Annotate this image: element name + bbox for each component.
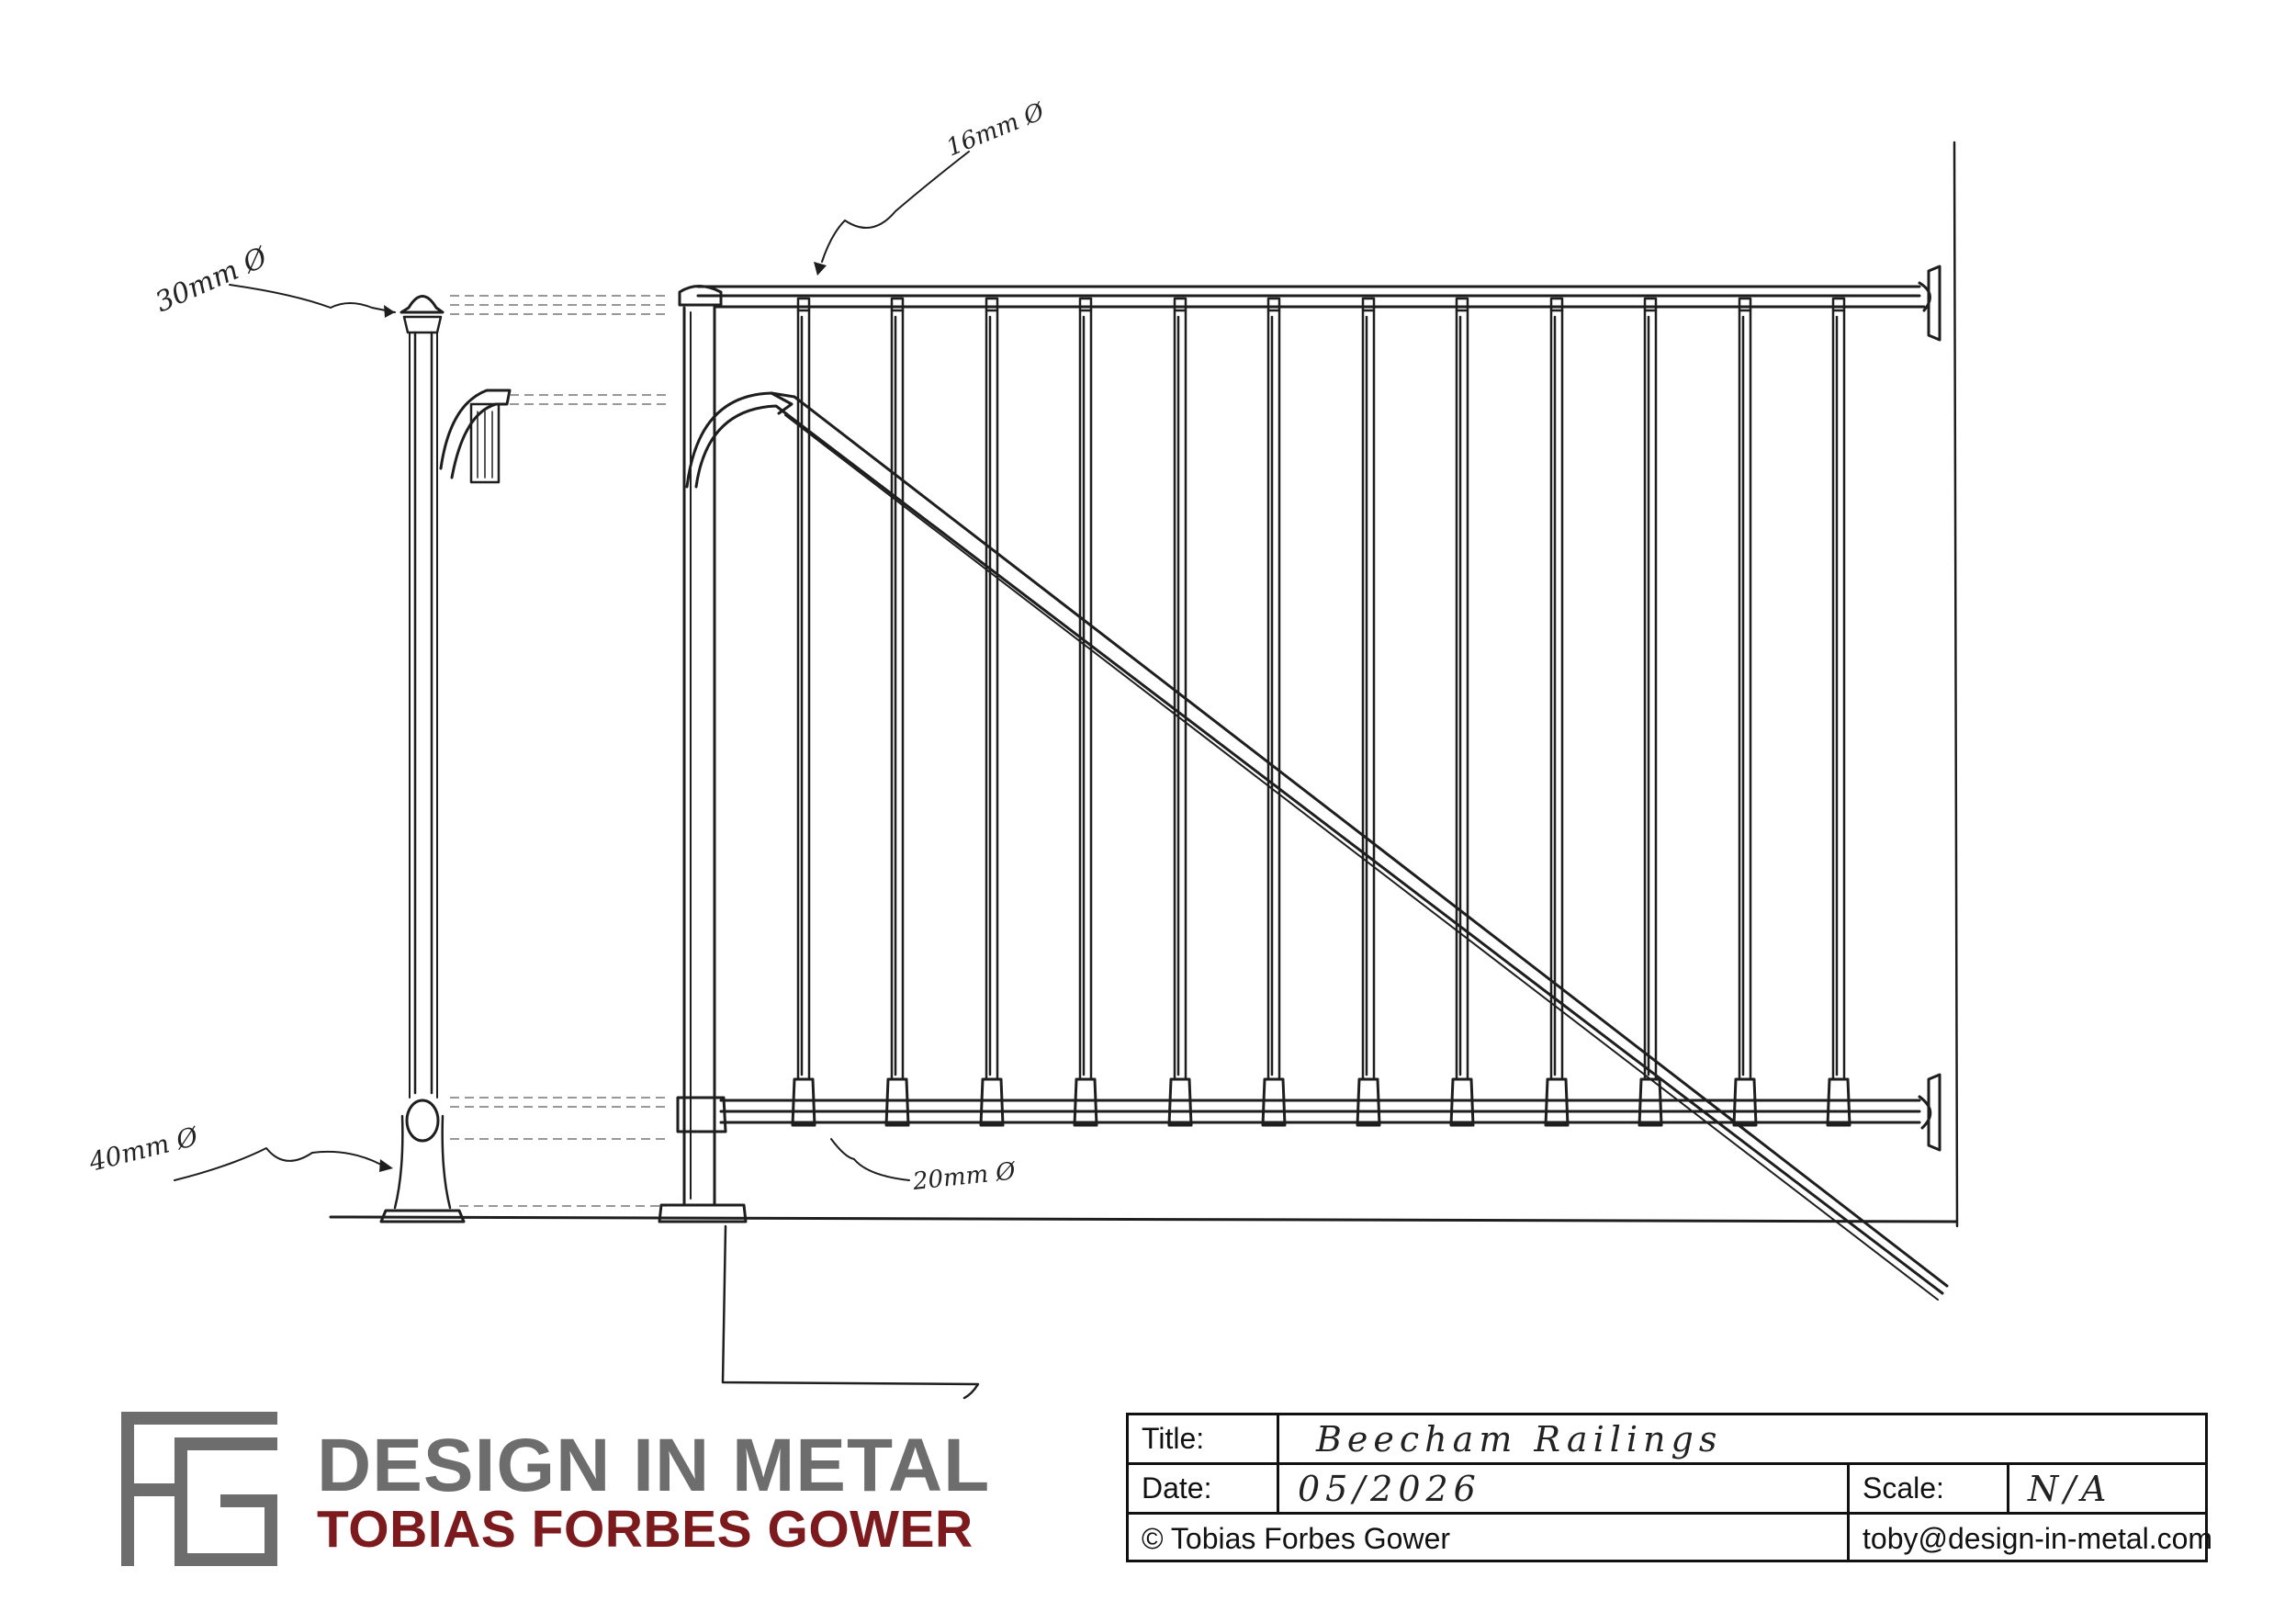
date-row: Date: 05/2026 Scale: N/A: [1129, 1465, 2205, 1515]
footer-row: © Tobias Forbes Gower toby@design-in-met…: [1129, 1515, 2213, 1562]
contact-email: toby@design-in-metal.com: [1863, 1521, 2213, 1555]
projection-lines: [450, 295, 670, 1207]
title-value: Beecham Railings: [1316, 1418, 1723, 1460]
baluster: [1167, 297, 1193, 1127]
top-rail: [696, 265, 1941, 342]
title-label: Title:: [1129, 1415, 1279, 1462]
newel-post: [658, 285, 748, 1223]
balusters: [791, 297, 1851, 1127]
brand-logo: DESIGN IN METAL TOBIAS FORBES GOWER: [119, 1410, 989, 1571]
baluster: [1638, 297, 1663, 1127]
annotation-arrows: [174, 151, 970, 1181]
annotation-base-knuckle: 40mm Ø: [85, 1121, 202, 1178]
baluster: [1261, 297, 1287, 1127]
title-row: Title: Beecham Railings: [1129, 1415, 2205, 1465]
baluster: [884, 297, 910, 1127]
wall-line: [1953, 141, 1959, 1228]
baluster: [979, 297, 1005, 1127]
step-profile: [721, 1224, 980, 1400]
baluster: [1073, 297, 1098, 1127]
annotation-baluster-top: 16mm Ø: [942, 97, 1049, 162]
brand-designer: TOBIAS FORBES GOWER: [317, 1500, 974, 1559]
baluster: [1449, 297, 1475, 1127]
scale-label: Scale:: [1850, 1465, 2009, 1512]
ftg-monogram-icon: [121, 1412, 277, 1566]
annotation-bottom-rail: 20mm Ø: [911, 1157, 1018, 1196]
date-value: 05/2026: [1279, 1465, 1850, 1512]
sloping-handrail: [685, 391, 1949, 1301]
date-label: Date:: [1129, 1465, 1279, 1512]
baluster: [1544, 297, 1570, 1127]
annotation-top-cap: 30mm Ø: [151, 241, 274, 319]
title-block: Title: Beecham Railings Date: 05/2026 Sc…: [1126, 1413, 2213, 1562]
baluster: [1826, 297, 1851, 1127]
brand-name: DESIGN IN METAL: [317, 1424, 991, 1507]
baluster: [1732, 297, 1758, 1127]
scale-value: N/A: [2028, 1468, 2112, 1509]
end-post-elevation: [379, 295, 512, 1223]
floor-line: [329, 1215, 1958, 1223]
baluster: [791, 297, 816, 1127]
copyright-text: © Tobias Forbes Gower: [1129, 1515, 1850, 1562]
baluster: [1356, 297, 1381, 1127]
